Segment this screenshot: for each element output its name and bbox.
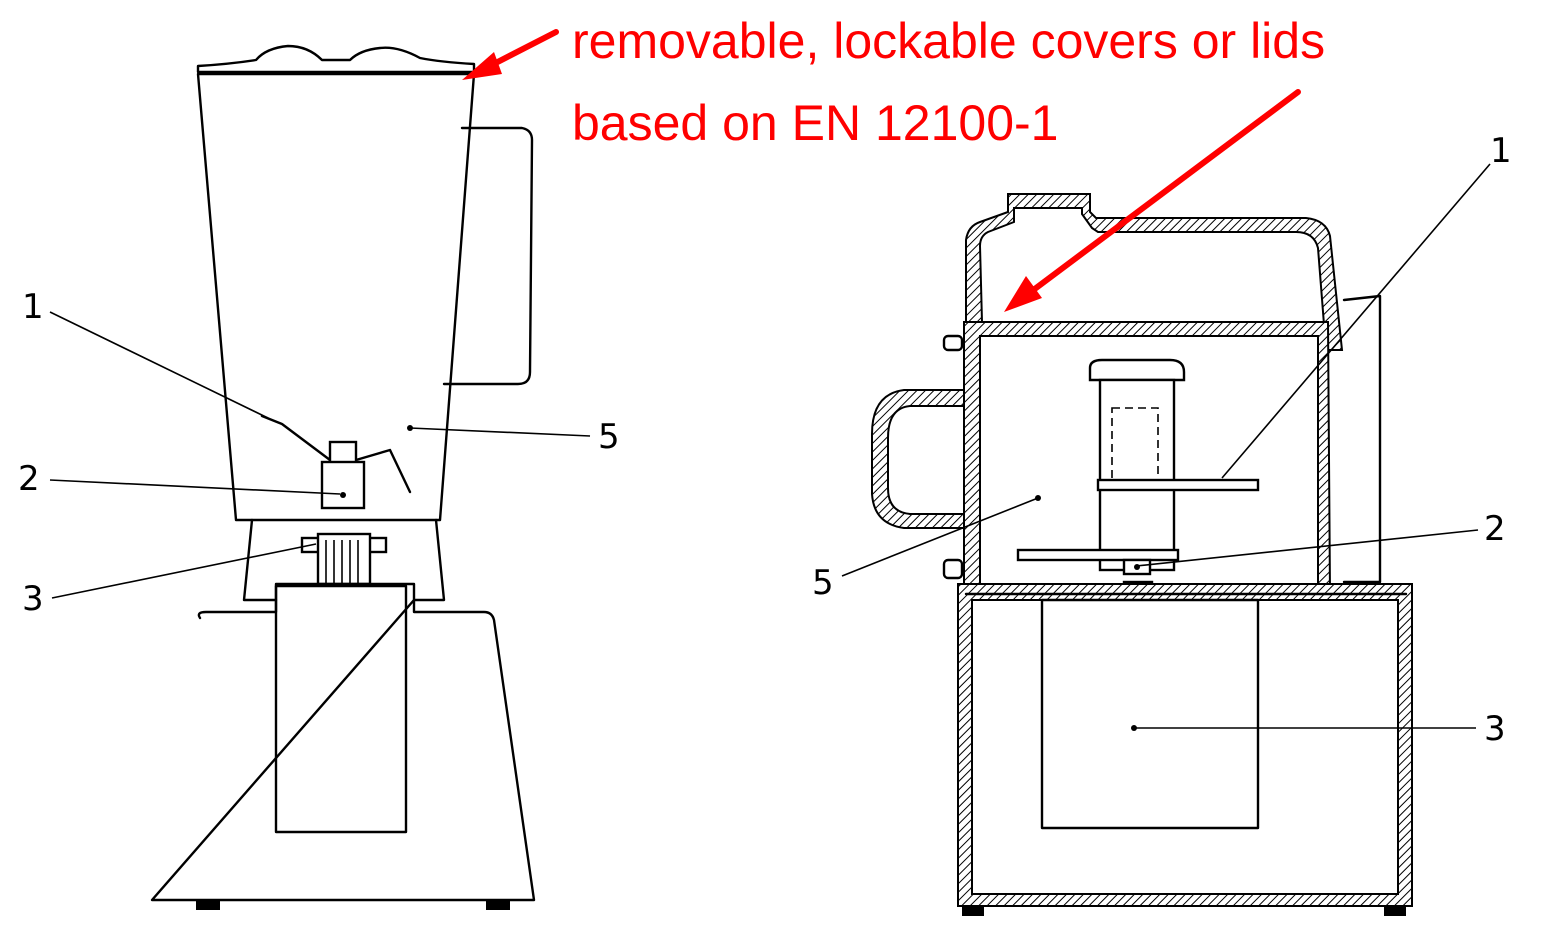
annotation-line-2: based on EN 12100-1 [572,95,1059,151]
blender-base [150,598,536,902]
blender-callout-3: 3 [22,579,44,619]
processor-callout-1: 1 [1490,131,1512,171]
blender-lid [196,44,476,74]
blender-drawing [49,44,591,910]
blender-callout-2: 2 [18,459,40,499]
processor-callout-5: 5 [812,563,834,603]
blender-leaders [49,311,591,599]
blender-foot-left [196,900,220,910]
processor-drawing [841,163,1491,916]
processor-lower-disc [1016,548,1180,562]
processor-callout-2: 2 [1484,509,1506,549]
blender-motor [274,584,408,834]
processor-leaders [841,163,1491,731]
processor-foot-left [962,906,984,916]
arrow-to-blender-lid [483,29,559,71]
blender-coupling [300,532,388,586]
processor-housing [1342,294,1382,584]
blender-callout-5: 5 [598,417,620,457]
annotation-line-1: removable, lockable covers or lids [572,13,1326,69]
processor-handle [871,389,965,529]
processor-lid [965,193,1344,351]
processor-foot-right [1384,906,1406,916]
processor-catch-top [942,334,964,352]
processor-upper-disc [1096,478,1260,492]
arrow-to-processor-lid [1025,89,1301,297]
blender-foot-right [486,900,510,910]
annotation-arrows [462,29,1301,312]
processor-motor [1040,598,1260,830]
blender-handle [442,126,534,386]
blender-collar [242,518,446,602]
blender-callout-1: 1 [22,287,44,327]
blender-blades [260,414,412,510]
processor-callout-3: 3 [1484,709,1506,749]
processor-catch-bottom [942,558,964,580]
processor-tool [1016,358,1260,576]
blender-jar [196,72,476,522]
